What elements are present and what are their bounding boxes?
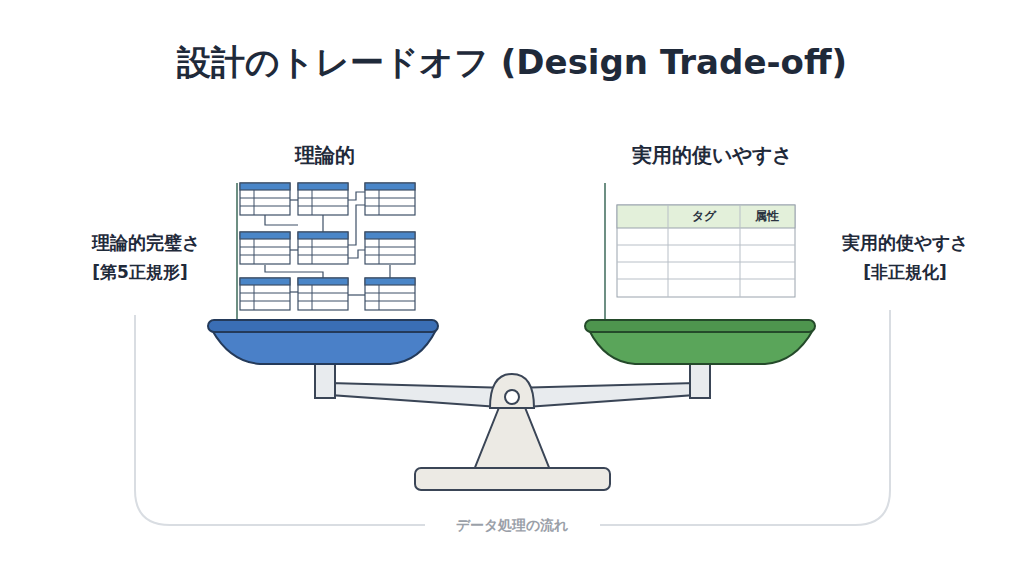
side-sublabel: [非正規化] [863, 262, 947, 282]
side-heading: 実用的使いやすさ [632, 143, 792, 167]
side-label: 実用的使やすさ [842, 232, 968, 254]
table-header: タグ [692, 209, 716, 223]
side-heading: 理論的 [295, 143, 355, 167]
side-sublabel: [第5正規形] [92, 262, 187, 282]
table-header: 属性 [755, 209, 779, 223]
flow-caption: データ処理の流れ [448, 517, 576, 534]
diagram-title: 設計のトレードオフ (Design Trade-off) [177, 42, 847, 83]
side-label: 理論的完璧さ [92, 232, 200, 254]
